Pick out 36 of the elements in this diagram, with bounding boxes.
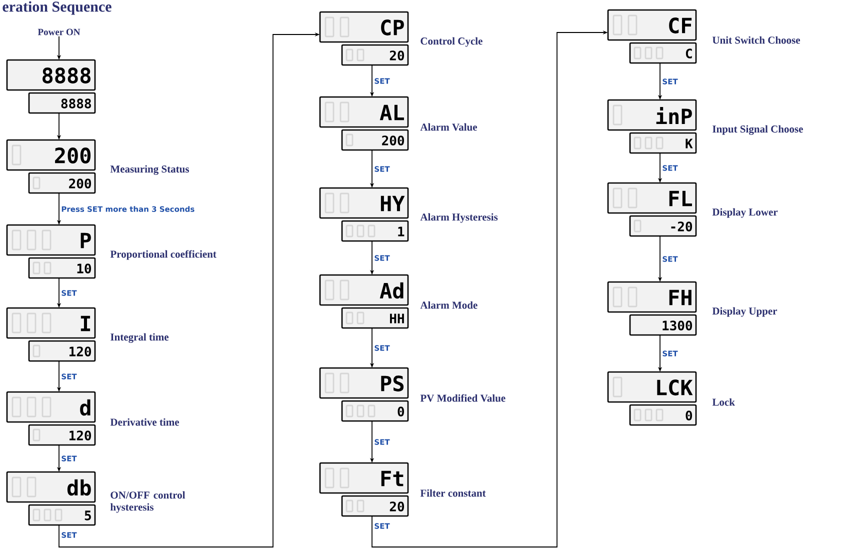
lcd-display: db 5 [6, 471, 96, 526]
lcd-display: Ad HH [319, 274, 409, 329]
lcd-display: HY 1 [319, 187, 409, 242]
description-text: Alarm Mode [420, 301, 478, 309]
lcd-display: Ft 20 [319, 462, 409, 517]
start-text: Power ON [38, 28, 80, 36]
description-text: Input Signal Choose [712, 125, 803, 135]
lcd-display: 8888 8888 [6, 59, 96, 114]
description-text: Control Cycle [420, 37, 482, 47]
lcd-display: CF C [607, 9, 697, 64]
lcd-display: FH 1300 [607, 281, 697, 336]
description-text: Lock [712, 398, 735, 406]
lcd-display: inP K [607, 99, 697, 154]
lcd-display: FL -20 [607, 182, 697, 237]
lcd-display: LCK 0 [607, 371, 697, 426]
lcd-display: I 120 [6, 307, 96, 362]
description-text: Proportional coefficient [110, 250, 216, 260]
description-text: Display Upper [712, 307, 778, 317]
lcd-display: 200 200 [6, 139, 96, 194]
description-text: Alarm Value [420, 123, 478, 131]
description-text: PV Modified Value [420, 394, 506, 402]
lcd-display: PS 0 [319, 367, 409, 422]
description-text: Unit Switch Choose [712, 36, 800, 44]
lcd-display: P 10 [6, 224, 96, 279]
description-text: Filter constant [420, 489, 486, 497]
lcd-display: d 120 [6, 391, 96, 446]
node-label: 8888 [61, 98, 91, 108]
description-text: Alarm Hysteresis [420, 213, 498, 223]
description-text: Integral time [110, 333, 169, 343]
heading: eration Sequence [2, 1, 112, 15]
lcd-display: CP 20 [319, 11, 409, 66]
description-text: Display Lower [712, 208, 778, 218]
description-text: ON/OFF control hysteresis [110, 491, 186, 513]
description-text: Derivative time [110, 418, 180, 426]
lcd-display: AL 200 [319, 96, 409, 151]
description-text: Measuring Status [110, 165, 189, 175]
